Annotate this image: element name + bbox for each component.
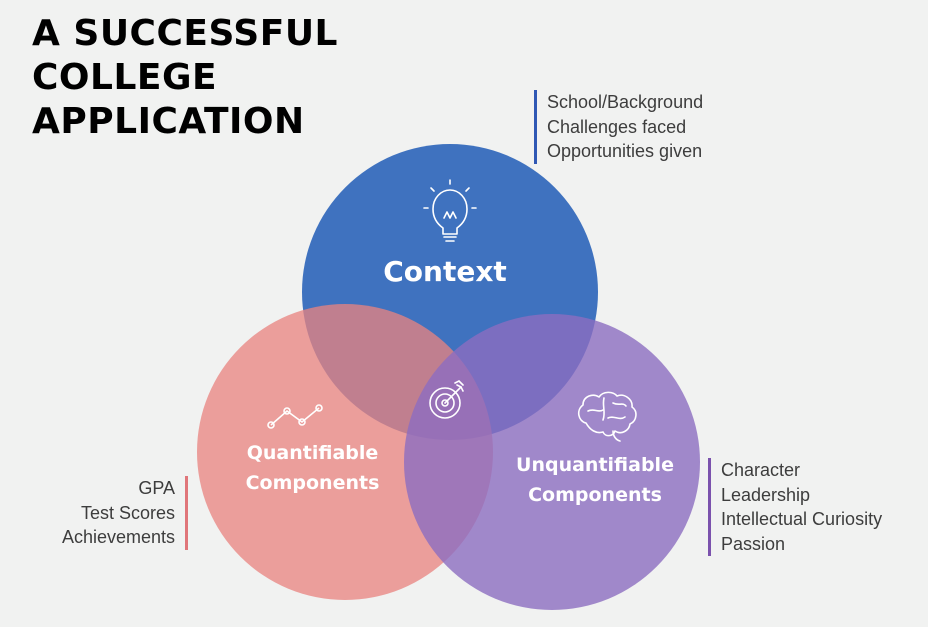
quantifiable-label: Quantifiable Components xyxy=(215,438,410,498)
quantifiable-label-line-2: Components xyxy=(245,472,380,494)
unquantifiable-details-list: Character Leadership Intellectual Curios… xyxy=(708,458,882,556)
line-chart-icon xyxy=(267,404,323,429)
quantifiable-details-list: GPA Test Scores Achievements xyxy=(62,476,188,550)
list-item: GPA xyxy=(138,478,175,498)
list-item: School/Background xyxy=(547,92,704,112)
list-item: Character xyxy=(721,460,801,480)
context-label: Context xyxy=(330,255,560,289)
context-label-text: Context xyxy=(383,255,507,288)
title-line-1: A SUCCESSFUL xyxy=(32,13,338,54)
target-icon xyxy=(429,380,464,419)
unquantifiable-label: Unquantifiable Components xyxy=(495,450,695,510)
list-item: Test Scores xyxy=(80,502,175,523)
list-item: Challenges faced xyxy=(547,116,687,137)
list-item: Achievements xyxy=(61,527,175,547)
list-item: Opportunities given xyxy=(547,141,703,161)
lightbulb-icon xyxy=(423,179,477,242)
list-item: Leadership xyxy=(721,484,811,505)
quantifiable-label-line-1: Quantifiable xyxy=(246,442,379,464)
list-item: Passion xyxy=(721,533,786,554)
unquantifiable-label-line-1: Unquantifiable xyxy=(516,454,674,476)
unquantifiable-label-line-2: Components xyxy=(528,484,662,506)
context-details-list: School/Background Challenges faced Oppor… xyxy=(534,90,703,164)
title-line-2: COLLEGE xyxy=(32,57,218,98)
page-title: A SUCCESSFUL COLLEGE APPLICATION xyxy=(32,12,338,144)
brain-icon xyxy=(577,391,637,442)
title-line-3: APPLICATION xyxy=(32,101,305,142)
unquantifiable-circle xyxy=(404,314,700,610)
list-item: Intellectual Curiosity xyxy=(721,509,883,529)
